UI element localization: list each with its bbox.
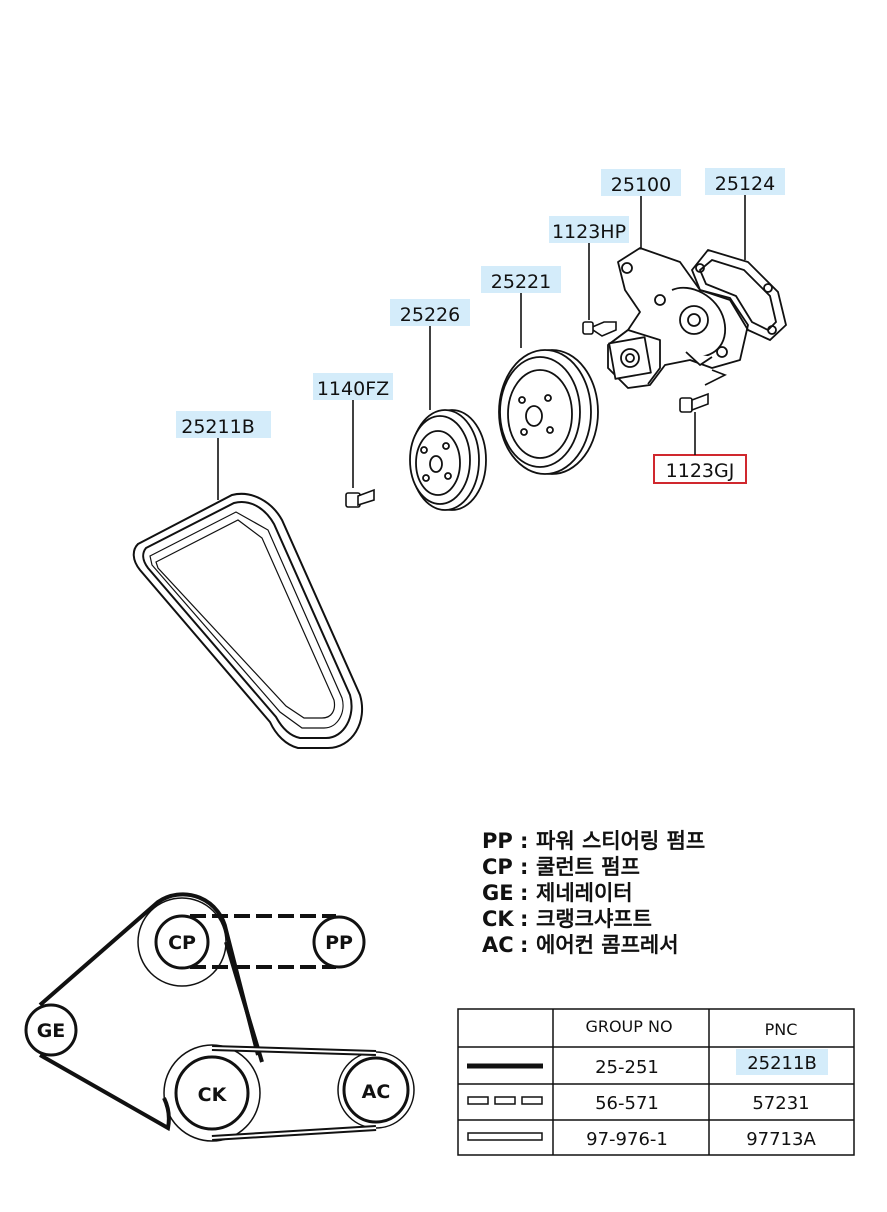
legend-row-ac: AC : 에어컨 콤프레서 <box>482 933 679 957</box>
legend-row-pp: PP : 파워 스티어링 펌프 <box>482 829 705 853</box>
node-ge: GE <box>24 1003 78 1057</box>
legend-code-pp: PP <box>482 829 513 853</box>
gasket-25124 <box>690 248 787 342</box>
line-style-dashed <box>467 1096 543 1105</box>
node-cp-label: CP <box>168 932 196 954</box>
table-header-pnc: PNC <box>765 1020 798 1039</box>
legend-sep-ge: : <box>520 881 528 905</box>
node-ck: CK <box>174 1055 250 1131</box>
legend-code-ge: GE <box>482 881 514 905</box>
callout-1123GJ-text: 1123GJ <box>666 460 735 482</box>
bolt-1123HP <box>582 321 617 337</box>
callout-25211B-text: 25211B <box>181 416 254 438</box>
node-pp-label: PP <box>325 932 353 954</box>
bolt-1140FZ <box>345 488 375 508</box>
belt-routing: CP PP GE CK AC <box>24 892 415 1142</box>
v-belt-25211B <box>132 492 364 749</box>
callout-1123HP[interactable]: 1123HP <box>549 216 629 320</box>
pulley-25226 <box>409 409 487 511</box>
table-row: 97-976-1 97713A <box>467 1129 816 1150</box>
callout-1123HP-text: 1123HP <box>552 221 626 243</box>
bolt-1123GJ <box>679 369 727 413</box>
legend-row-ge: GE : 제네레이터 <box>482 881 633 905</box>
table-header-group: GROUP NO <box>585 1017 672 1036</box>
legend: PP : 파워 스티어링 펌프 CP : 쿨런트 펌프 GE : 제네레이터 C… <box>482 829 705 957</box>
callout-1140FZ[interactable]: 1140FZ <box>313 373 393 488</box>
legend-row-ck: CK : 크랭크샤프트 <box>482 907 652 931</box>
callout-1140FZ-text: 1140FZ <box>317 378 389 400</box>
row-group-no: 25-251 <box>595 1057 659 1078</box>
legend-code-ck: CK <box>482 907 514 931</box>
callout-25226[interactable]: 25226 <box>390 299 470 410</box>
table-row: 56-571 57231 <box>467 1093 810 1114</box>
node-cp: CP <box>154 914 210 970</box>
legend-desc-cp: 쿨런트 펌프 <box>536 855 640 879</box>
legend-sep-cp: : <box>520 855 528 879</box>
node-ac-label: AC <box>362 1081 391 1103</box>
callout-25221-text: 25221 <box>491 271 551 293</box>
legend-row-cp: CP : 쿨런트 펌프 <box>482 855 640 879</box>
pulley-25221 <box>498 349 599 475</box>
row-group-no: 56-571 <box>595 1093 659 1114</box>
row-pnc[interactable]: 97713A <box>746 1129 816 1150</box>
row-pnc[interactable]: 57231 <box>752 1093 809 1114</box>
belt-table: GROUP NO PNC 25-251 25211B 56-571 57231 … <box>457 1008 855 1156</box>
node-pp: PP <box>312 915 366 969</box>
belt-solid-lower <box>39 1053 171 1132</box>
callout-25226-text: 25226 <box>400 304 460 326</box>
row-pnc[interactable]: 25211B <box>747 1053 817 1074</box>
callout-25211B[interactable]: 25211B <box>176 411 271 500</box>
legend-code-ac: AC <box>482 933 514 957</box>
callout-25221[interactable]: 25221 <box>481 266 561 348</box>
legend-sep-ac: : <box>520 933 528 957</box>
legend-desc-ck: 크랭크샤프트 <box>536 907 652 931</box>
water-pump-25100 <box>607 247 749 389</box>
legend-code-cp: CP <box>482 855 513 879</box>
node-ac: AC <box>342 1056 410 1124</box>
table-row: 25-251 25211B <box>467 1049 828 1078</box>
node-ck-label: CK <box>198 1084 228 1106</box>
legend-sep-ck: : <box>520 907 528 931</box>
legend-desc-ge: 제네레이터 <box>536 881 633 905</box>
legend-desc-pp: 파워 스티어링 펌프 <box>536 829 705 853</box>
belt-solid-upper <box>38 892 260 1056</box>
row-group-no: 97-976-1 <box>586 1129 668 1150</box>
pnc-highlight <box>736 1049 828 1075</box>
callout-25124-text: 25124 <box>715 173 775 195</box>
callout-1123GJ[interactable]: 1123GJ <box>653 412 747 484</box>
node-ge-label: GE <box>37 1020 66 1042</box>
line-style-double <box>467 1132 543 1141</box>
callout-25124[interactable]: 25124 <box>705 168 785 260</box>
legend-sep-pp: : <box>520 829 528 853</box>
legend-desc-ac: 에어컨 콤프레서 <box>536 933 679 957</box>
callout-25100-text: 25100 <box>611 174 671 196</box>
callout-25100[interactable]: 25100 <box>601 169 681 248</box>
